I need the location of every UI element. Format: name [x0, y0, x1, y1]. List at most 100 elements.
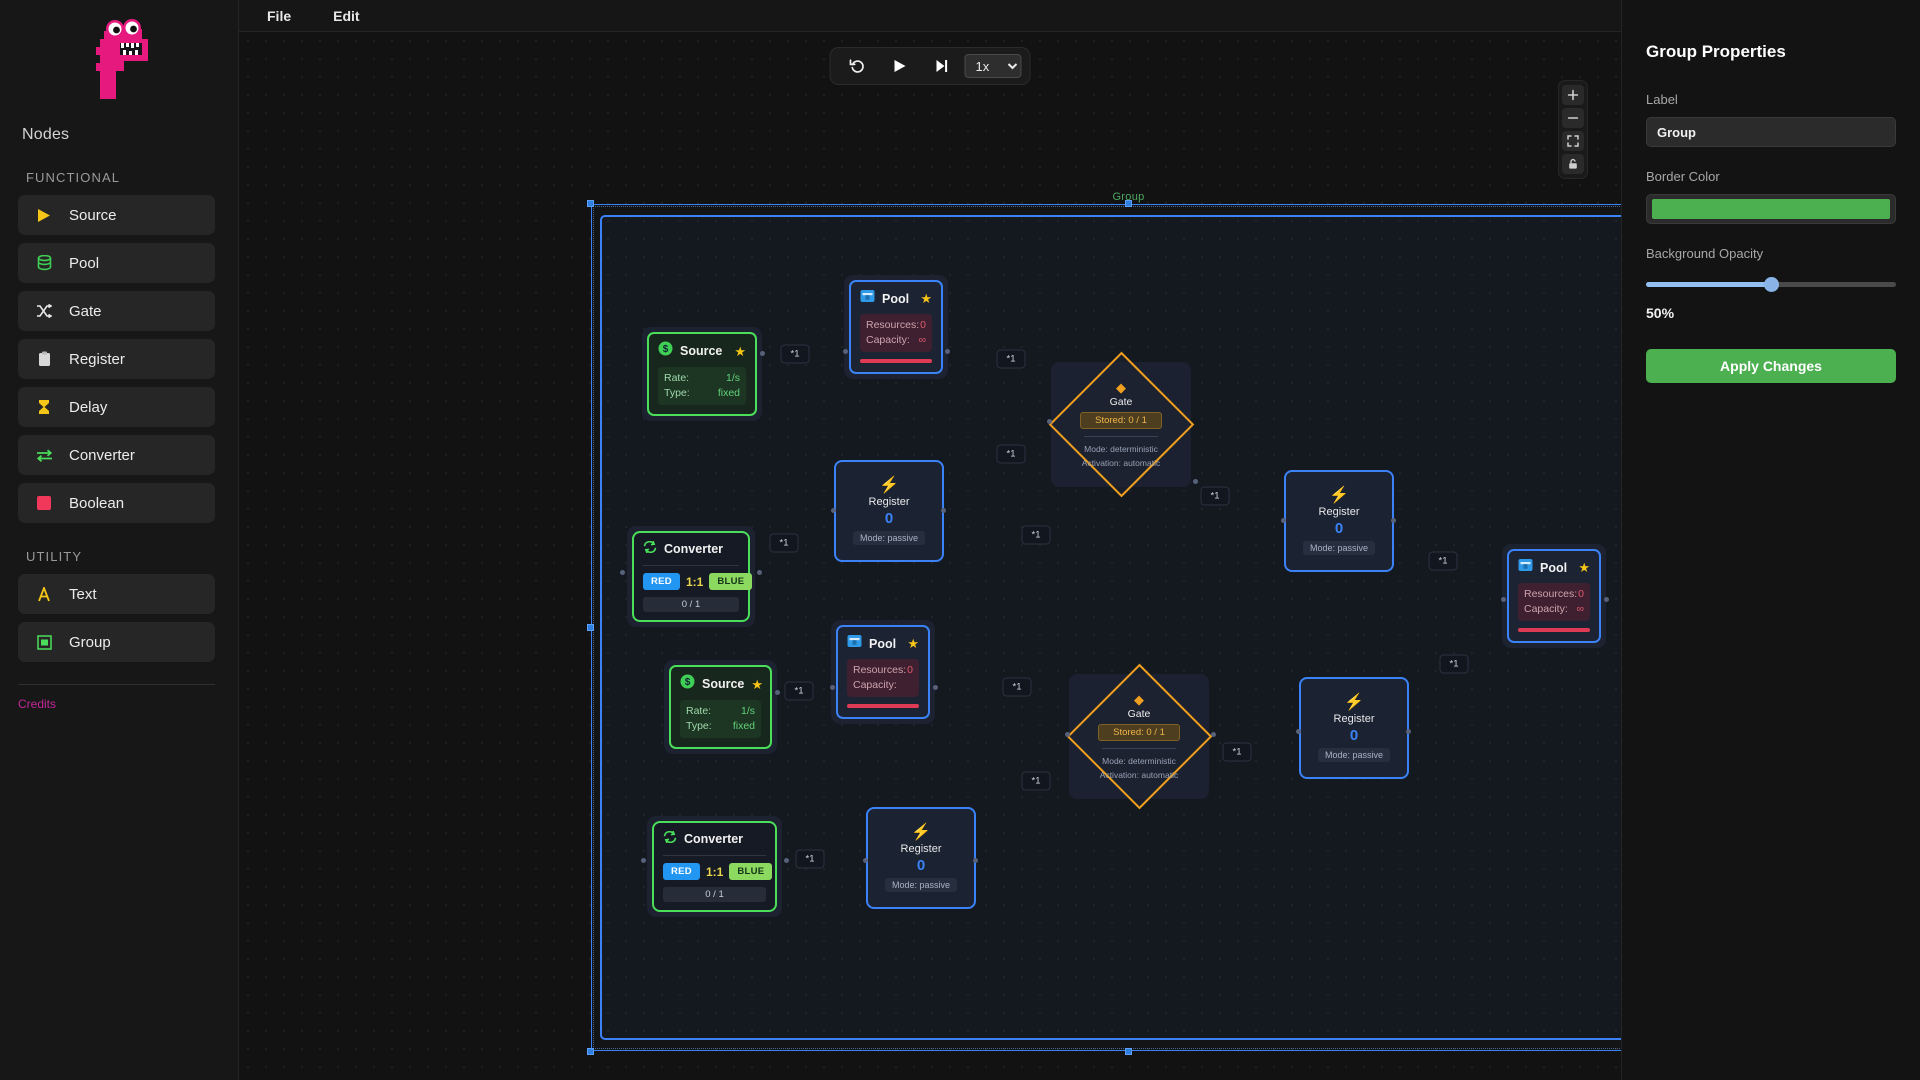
node-canvas[interactable]: 0.5x 1x 2x 4x [239, 32, 1621, 1080]
node-port[interactable] [1604, 597, 1609, 602]
resize-handle-top-left[interactable] [587, 200, 594, 207]
resize-handle-bottom-center[interactable] [1124, 1048, 1132, 1055]
node-title: Register [868, 495, 910, 508]
step-forward-button[interactable] [923, 51, 961, 81]
node-port[interactable] [843, 349, 848, 354]
red-square-icon [34, 493, 54, 513]
node-pool-3[interactable]: Pool ★ Resources:0 Capacity:∞ [1502, 544, 1606, 648]
edge-label[interactable]: *1 [1021, 525, 1051, 545]
node-port[interactable] [1501, 597, 1506, 602]
node-item-label: Pool [69, 254, 100, 272]
star-icon[interactable]: ★ [751, 676, 764, 692]
node-item-gate[interactable]: Gate [18, 291, 215, 331]
node-pool-2[interactable]: Pool ★ Resources:0 Capacity: [831, 620, 935, 724]
node-port[interactable] [1391, 518, 1396, 523]
node-port[interactable] [1281, 518, 1286, 523]
node-port[interactable] [1047, 419, 1052, 424]
row-key: Type: [664, 387, 690, 399]
edge-label[interactable]: *1 [1222, 742, 1252, 762]
register-mode: Mode: passive [852, 530, 926, 545]
apply-changes-button[interactable]: Apply Changes [1646, 349, 1896, 383]
node-port[interactable] [784, 858, 789, 863]
node-converter-2[interactable]: Converter RED 1:1 BLUE 0 / 1 [647, 816, 782, 917]
node-port[interactable] [620, 570, 625, 575]
node-item-label: Text [69, 585, 97, 603]
node-port[interactable] [1065, 732, 1070, 737]
menu-edit[interactable]: Edit [333, 7, 360, 24]
edge-label[interactable]: *1 [996, 444, 1026, 464]
resize-handle-left-center[interactable] [587, 623, 594, 631]
register-mode: Mode: passive [884, 877, 958, 892]
node-port[interactable] [775, 690, 780, 695]
node-register-1[interactable]: ⚡ Register 0 Mode: passive [834, 460, 944, 562]
resize-handle-top-center[interactable] [1124, 200, 1132, 207]
node-item-text[interactable]: Text [18, 574, 215, 614]
node-port[interactable] [1296, 729, 1301, 734]
reset-button[interactable] [839, 51, 877, 81]
node-port[interactable] [830, 685, 835, 690]
node-item-converter[interactable]: Converter [18, 435, 215, 475]
slider-thumb[interactable] [1764, 277, 1779, 292]
credits-link[interactable]: Credits [18, 697, 57, 711]
play-button[interactable] [881, 51, 919, 81]
opacity-slider[interactable] [1646, 271, 1896, 297]
gate-mode: Mode: deterministic [1084, 443, 1158, 454]
border-color-picker[interactable] [1646, 194, 1896, 224]
node-item-group[interactable]: Group [18, 622, 215, 662]
node-port[interactable] [941, 508, 946, 513]
edge-label[interactable]: *1 [1439, 654, 1469, 674]
node-item-pool[interactable]: Pool [18, 243, 215, 283]
edge-label[interactable]: *1 [795, 849, 825, 869]
node-register-3[interactable]: ⚡ Register 0 Mode: passive [1299, 677, 1409, 779]
zoom-out-icon[interactable] [1562, 108, 1584, 128]
node-port[interactable] [1211, 732, 1216, 737]
edge-label[interactable]: *1 [996, 349, 1026, 369]
edge-label[interactable]: *1 [780, 344, 810, 364]
star-icon[interactable]: ★ [907, 636, 919, 651]
edge-label[interactable]: *1 [784, 681, 814, 701]
lock-icon[interactable] [1562, 154, 1584, 174]
node-port[interactable] [1406, 729, 1411, 734]
star-icon[interactable]: ★ [1578, 560, 1590, 575]
node-register-2[interactable]: ⚡ Register 0 Mode: passive [1284, 470, 1394, 572]
node-item-boolean[interactable]: Boolean [18, 483, 215, 523]
resize-handle-bottom-left[interactable] [587, 1048, 594, 1055]
node-item-delay[interactable]: Delay [18, 387, 215, 427]
node-register-4[interactable]: ⚡ Register 0 Mode: passive [866, 807, 976, 909]
edge-label[interactable]: *1 [1200, 486, 1230, 506]
node-port[interactable] [831, 508, 836, 513]
edge-label[interactable]: *1 [769, 533, 799, 553]
edge-label[interactable]: *1 [1021, 771, 1051, 791]
node-port[interactable] [757, 570, 762, 575]
node-port[interactable] [863, 858, 868, 863]
label-input[interactable] [1646, 117, 1896, 147]
node-port[interactable] [760, 351, 765, 356]
node-item-label: Register [69, 350, 125, 368]
group-selection[interactable]: Group [587, 191, 1621, 1055]
speed-select[interactable]: 0.5x 1x 2x 4x [964, 54, 1022, 78]
fit-view-icon[interactable] [1562, 131, 1584, 151]
svg-text:$: $ [685, 677, 691, 688]
node-port[interactable] [1193, 479, 1198, 484]
zoom-in-icon[interactable] [1562, 85, 1584, 105]
star-icon[interactable]: ★ [734, 343, 746, 359]
node-source-1[interactable]: $ Source ★ Rate:1/s Type:fixed [642, 327, 762, 421]
node-item-register[interactable]: Register [18, 339, 215, 379]
edge-label[interactable]: *1 [1002, 677, 1032, 697]
menu-file[interactable]: File [267, 7, 292, 24]
node-port[interactable] [641, 858, 646, 863]
play-triangle-icon [34, 205, 54, 225]
node-port[interactable] [945, 349, 950, 354]
star-icon[interactable]: ★ [920, 291, 932, 306]
row-value: 0 [907, 664, 913, 676]
node-item-label: Delay [69, 398, 108, 416]
node-pool-1[interactable]: Pool ★ Resources:0 Capacity:∞ [844, 275, 948, 379]
node-converter-1[interactable]: Converter RED 1:1 BLUE 0 / 1 [627, 526, 755, 627]
node-item-source[interactable]: Source [18, 195, 215, 235]
node-port[interactable] [933, 685, 938, 690]
node-gate-1[interactable]: ◆ Gate Stored: 0 / 1 Mode: deterministic… [1048, 351, 1194, 498]
node-port[interactable] [973, 858, 978, 863]
node-gate-2[interactable]: ◆ Gate Stored: 0 / 1 Mode: deterministic… [1066, 663, 1212, 810]
node-source-2[interactable]: $ Source ★ Rate:1/s Type:fixed [664, 660, 777, 754]
edge-label[interactable]: *1 [1428, 551, 1458, 571]
